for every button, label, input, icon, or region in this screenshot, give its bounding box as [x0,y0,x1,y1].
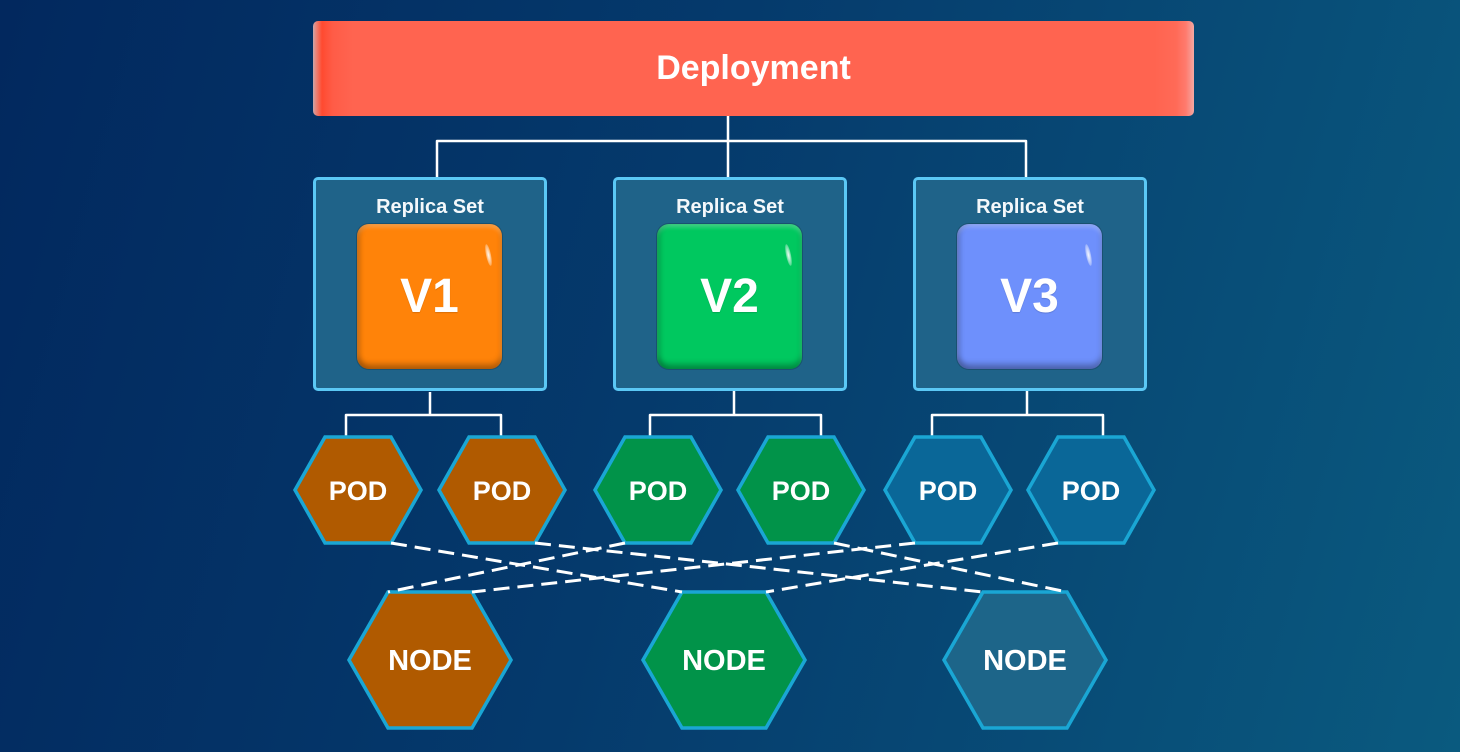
version-label: V2 [700,270,759,323]
pod-label: POD [629,476,688,506]
node-1[interactable]: NODE [346,590,514,730]
version-badge-v3[interactable]: V3 [957,224,1102,369]
pod-v1-2[interactable]: POD [436,435,568,545]
pod-node-link [765,541,1059,594]
replica-set-v1[interactable]: Replica Set V1 [313,177,547,391]
replicaset-v1-to-pods-connector [344,392,503,436]
pod-v3-1[interactable]: POD [882,435,1014,545]
replica-set-v3[interactable]: Replica Set V3 [913,177,1147,391]
node-label: NODE [388,645,472,677]
node-label: NODE [983,645,1067,677]
pod-node-link [833,541,1068,594]
pod-label: POD [1062,476,1121,506]
pod-hexagon [735,435,867,545]
pod-hexagon [292,435,424,545]
pod-node-link [390,541,683,594]
pod-v2-2[interactable]: POD [735,435,867,545]
replica-set-v2[interactable]: Replica Set V2 [613,177,847,391]
pod-node-link [471,541,916,594]
pod-v3-2[interactable]: POD [1025,435,1157,545]
pod-v2-1[interactable]: POD [592,435,724,545]
pod-node-link [387,541,626,594]
pod-v1-1[interactable]: POD [292,435,424,545]
version-label: V1 [400,270,459,323]
deployment-label: Deployment [656,49,851,87]
replica-set-label: Replica Set [676,196,784,218]
nodes-layer: NODE NODE NODE [346,590,1109,730]
version-badge-v2[interactable]: V2 [657,224,802,369]
replica-set-label: Replica Set [976,196,1084,218]
pod-hexagon [436,435,568,545]
pod-label: POD [329,476,388,506]
pod-label: POD [919,476,978,506]
node-label: NODE [682,645,766,677]
version-label: V3 [1000,270,1059,323]
node-hexagon [941,590,1109,730]
pod-node-link [534,541,984,594]
hierarchy-connectors [344,116,1105,436]
gloss-highlight [1083,243,1094,267]
replicaset-v2-to-pods-connector [648,391,823,436]
gloss-highlight [483,243,494,267]
node-3[interactable]: NODE [941,590,1109,730]
gloss-highlight [783,243,794,267]
replicaset-v3-to-pods-connector [930,391,1105,436]
version-badge-v1[interactable]: V1 [357,224,502,369]
pod-node-links [387,541,1068,594]
pod-label: POD [473,476,532,506]
deployment-bar[interactable]: Deployment [313,21,1194,116]
pods-layer: POD POD POD POD POD POD [292,435,1157,545]
pod-label: POD [772,476,831,506]
node-2[interactable]: NODE [640,590,808,730]
deployment-to-replicasets-connector [435,116,1028,177]
replica-set-label: Replica Set [376,196,484,218]
